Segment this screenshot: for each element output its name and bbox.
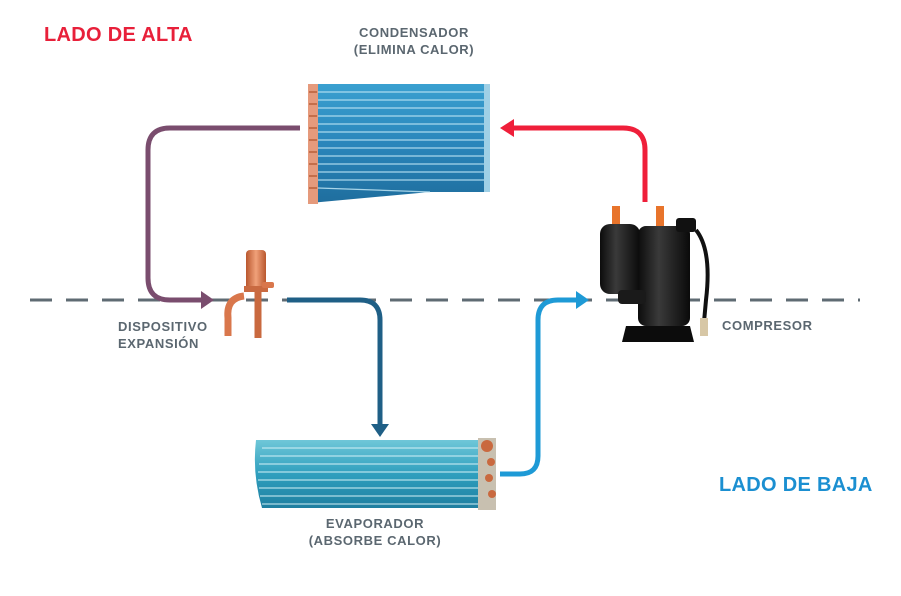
condenser-label-line2: (ELIMINA CALOR) xyxy=(353,42,475,57)
liquid-line xyxy=(145,125,300,303)
low-side-label: LADO DE BAJA xyxy=(719,474,873,496)
evaporator-label: EVAPORADOR (ABSORBE CALOR) xyxy=(300,515,450,549)
high-side-label: LADO DE ALTA xyxy=(44,24,193,46)
discharge-line-arrow xyxy=(500,119,514,137)
liquid-line-arrow xyxy=(201,291,214,309)
compressor-unit xyxy=(600,206,710,342)
condenser-coil xyxy=(308,84,490,204)
expansion-valve xyxy=(224,250,274,338)
condenser-label: CONDENSADOR (ELIMINA CALOR) xyxy=(340,24,488,58)
suction-line xyxy=(500,297,578,477)
expansion-label-line1: DISPOSITIVO xyxy=(118,319,208,334)
condenser-label-line1: CONDENSADOR xyxy=(359,25,469,40)
suction-line-arrow xyxy=(576,291,589,309)
cold-line-arrow xyxy=(371,424,389,437)
expansion-label: DISPOSITIVO EXPANSIÓN xyxy=(118,318,208,352)
discharge-line xyxy=(512,125,648,202)
compressor-label-line1: COMPRESOR xyxy=(722,318,813,333)
evaporator-coil xyxy=(254,438,496,510)
compressor-label: COMPRESOR xyxy=(722,317,813,334)
evaporator-label-line1: EVAPORADOR xyxy=(325,516,425,531)
evaporator-label-line2: (ABSORBE CALOR) xyxy=(308,533,442,548)
expansion-label-line2: EXPANSIÓN xyxy=(118,336,200,351)
cold-line xyxy=(287,297,383,425)
